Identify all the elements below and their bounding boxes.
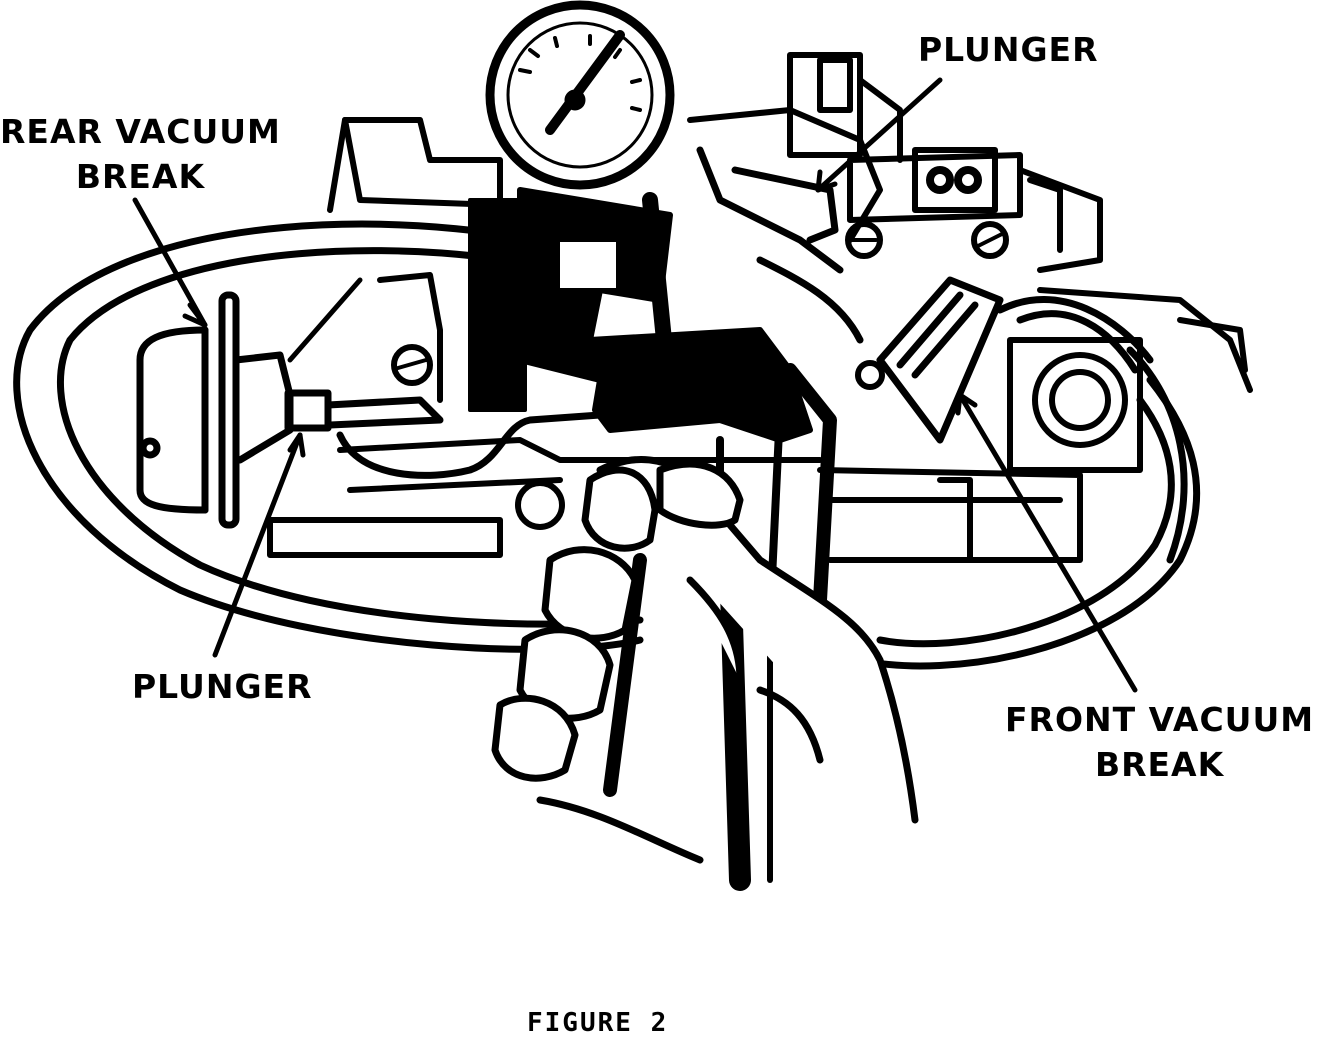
front-vacuum-break-part	[876, 276, 1188, 564]
label-plunger-left: PLUNGER	[132, 667, 313, 706]
label-rear-vacuum-break-text: REAR VACUUM BREAK	[0, 112, 281, 196]
figure-caption: FIGURE 2	[527, 1008, 669, 1038]
top-plunger-linkage	[696, 146, 864, 344]
vacuum-gauge-drawing	[485, 0, 675, 190]
leader-plunger-top	[815, 77, 943, 193]
carburetor-body	[267, 52, 1253, 563]
leader-rear-vacuum-break	[132, 197, 208, 328]
leader-diaphragm	[287, 277, 363, 363]
hand-drawing	[491, 456, 919, 864]
label-front-vacuum-break: FRONT VACUUM BREAK	[1005, 698, 1314, 787]
vacuum-hose	[336, 411, 604, 479]
air-cleaner-rim	[13, 220, 1201, 670]
label-rear-vacuum-break: REAR VACUUM BREAK	[0, 110, 281, 199]
rear-vacuum-break-part	[136, 291, 444, 529]
leader-front-vacuum-break	[957, 392, 1138, 693]
label-front-vacuum-break-text: FRONT VACUUM BREAK	[1005, 700, 1315, 784]
leader-lines	[132, 77, 1138, 693]
label-plunger-top: PLUNGER	[918, 30, 1099, 69]
leader-plunger-left	[212, 432, 303, 658]
